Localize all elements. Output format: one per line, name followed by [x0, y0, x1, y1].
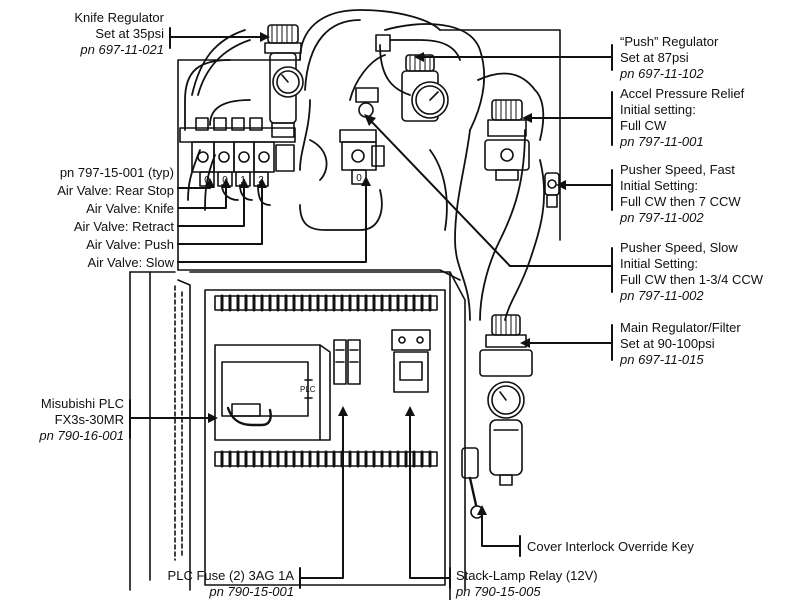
stack-relay-pn: pn 790-15-005: [456, 584, 541, 599]
stack-relay-title: Stack-Lamp Relay (12V): [456, 568, 598, 583]
pusher-slow-callout: Pusher Speed, Slow Initial Setting: Full…: [620, 240, 763, 304]
electrical-enclosure: [129, 271, 466, 600]
plc-title: Misubishi PLC: [40, 396, 124, 411]
plc-fuse-callout: PLC Fuse (2) 3AG 1A pn 790-15-001: [130, 568, 294, 600]
air-valves-pn: pn 797-15-001 (typ): [59, 165, 174, 180]
valve-number-0a: 0: [204, 175, 210, 186]
air-valve-manifold: [179, 117, 296, 187]
terminal-strip-bottom: [214, 450, 438, 468]
air-valve-retract: Air Valve: Retract: [73, 219, 174, 234]
air-tubing: [184, 9, 546, 321]
plc-callout: Misubishi PLC FX3s-30MR pn 790-16-001: [0, 396, 124, 444]
accel-relief-line3: Full CW: [620, 118, 667, 133]
plc-model: FX3s-30MR: [54, 412, 124, 427]
plc-pn: pn 790-16-001: [39, 428, 124, 443]
stack-lamp-relay: [391, 329, 431, 393]
air-valve-push: Air Valve: Push: [86, 237, 174, 252]
leader-arrowheads: [205, 32, 566, 515]
cover-key-title: Cover Interlock Override Key: [527, 539, 694, 554]
pusher-speed-fast-valve: [544, 172, 560, 208]
plc-fuse-title: PLC Fuse (2) 3AG 1A: [167, 568, 294, 583]
push-regulator-title: “Push” Regulator: [620, 34, 719, 49]
pusher-slow-pn: pn 797-11-002: [620, 288, 704, 303]
pusher-fast-pn: pn 797-11-002: [620, 210, 704, 225]
air-valve-knife: Air Valve: Knife: [86, 201, 174, 216]
pusher-slow-line3: Full CW then 1-3/4 CCW: [620, 272, 764, 287]
mounting-plate: [177, 29, 561, 281]
air-valve-rear-stop: Air Valve: Rear Stop: [57, 183, 174, 198]
pusher-slow-line2: Initial Setting:: [620, 256, 699, 271]
plc-unit: PLC: [214, 344, 331, 441]
plc-logo: PLC: [300, 385, 316, 394]
main-regulator-pn: pn 697-11-015: [620, 352, 704, 367]
slow-air-valve: 0: [339, 129, 385, 185]
pusher-fast-line2: Initial Setting:: [620, 178, 699, 193]
accel-relief-callout: Accel Pressure Relief Initial setting: F…: [620, 86, 744, 150]
slow-valve-number: 0: [356, 173, 362, 184]
air-valves-callout: pn 797-15-001 (typ) Air Valve: Rear Stop…: [8, 164, 174, 272]
accel-relief-line2: Initial setting:: [620, 102, 696, 117]
air-valve-slow: Air Valve: Slow: [87, 255, 174, 270]
main-regulator-callout: Main Regulator/Filter Set at 90-100psi p…: [620, 320, 741, 368]
pusher-fast-callout: Pusher Speed, Fast Initial Setting: Full…: [620, 162, 741, 226]
terminal-strip-top: [214, 294, 438, 312]
accel-relief-pn: pn 797-11-001: [620, 134, 704, 149]
stack-relay-callout: Stack-Lamp Relay (12V) pn 790-15-005: [456, 568, 598, 600]
knife-regulator-pn: pn 697-11-021: [80, 42, 164, 57]
cover-key-callout: Cover Interlock Override Key: [527, 539, 694, 555]
push-regulator-setting: Set at 87psi: [620, 50, 689, 65]
pusher-fast-line3: Full CW then 7 CCW: [620, 194, 741, 209]
knife-regulator-callout: Knife Regulator Set at 35psi pn 697-11-0…: [40, 10, 164, 58]
main-regulator-setting: Set at 90-100psi: [620, 336, 715, 351]
plc-fuses: [333, 339, 361, 385]
pusher-fast-title: Pusher Speed, Fast: [620, 162, 735, 177]
push-regulator: [355, 34, 449, 122]
accel-relief-title: Accel Pressure Relief: [620, 86, 745, 101]
leader-lines: [129, 27, 613, 589]
main-regulator-filter: [479, 314, 533, 486]
accel-relief-valve: [484, 99, 530, 181]
knife-regulator-setting: Set at 35psi: [95, 26, 164, 41]
main-regulator-title: Main Regulator/Filter: [620, 320, 741, 335]
push-regulator-callout: “Push” Regulator Set at 87psi pn 697-11-…: [620, 34, 718, 82]
plc-fuse-pn: pn 790-15-001: [209, 584, 294, 599]
knife-regulator-title: Knife Regulator: [74, 10, 164, 25]
pusher-slow-title: Pusher Speed, Slow: [620, 240, 738, 255]
knife-regulator: [264, 24, 304, 138]
push-regulator-pn: pn 697-11-102: [620, 66, 704, 81]
